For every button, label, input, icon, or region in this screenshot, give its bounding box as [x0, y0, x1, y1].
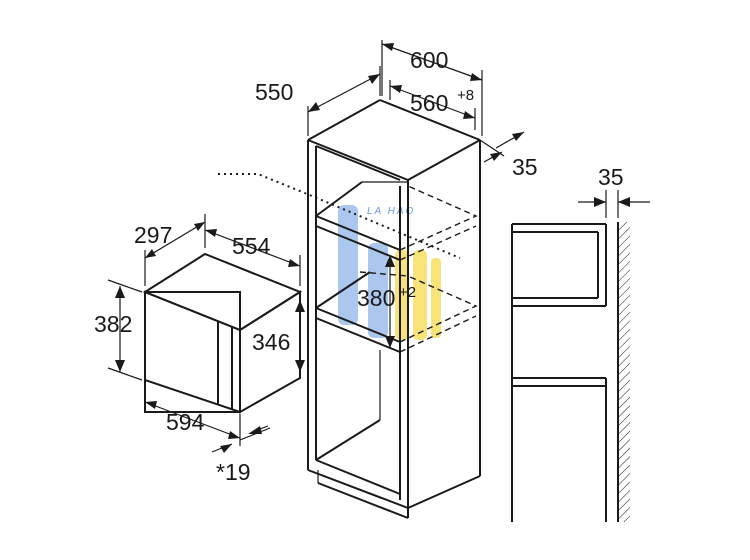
microwave-height-inner-label: 346 — [252, 329, 290, 355]
niche-height-tolerance: +2 — [399, 284, 416, 301]
side-gap-label: 35 — [598, 164, 624, 190]
microwave-front-offset-label: *19 — [216, 459, 251, 485]
alignment-dotted-line — [218, 173, 461, 259]
microwave-width-top-label: 554 — [232, 233, 271, 259]
cabinet-drawing: 380 +2 550 600 560 +8 35 — [255, 40, 538, 519]
cabinet-depth-label: 550 — [255, 79, 293, 105]
side-view-drawing: 35 — [511, 164, 650, 522]
cabinet-width-niche-label: 560 — [410, 90, 448, 116]
microwave-front-panel — [144, 290, 241, 414]
microwave-height-outer-label: 382 — [94, 311, 132, 337]
watermark-logo: LA HAO — [338, 205, 441, 340]
microwave-drawing: 297 554 382 346 594 *19 — [94, 214, 305, 485]
watermark-text: LA HAO — [367, 206, 415, 217]
rear-gap-label: 35 — [512, 154, 538, 180]
cabinet-width-outer-label: 600 — [410, 47, 448, 73]
microwave-width-front-label: 594 — [166, 409, 205, 435]
cabinet-width-niche-tolerance: +8 — [457, 87, 474, 104]
microwave-depth-label: 297 — [134, 222, 172, 248]
niche-height-label: 380 — [357, 285, 395, 311]
